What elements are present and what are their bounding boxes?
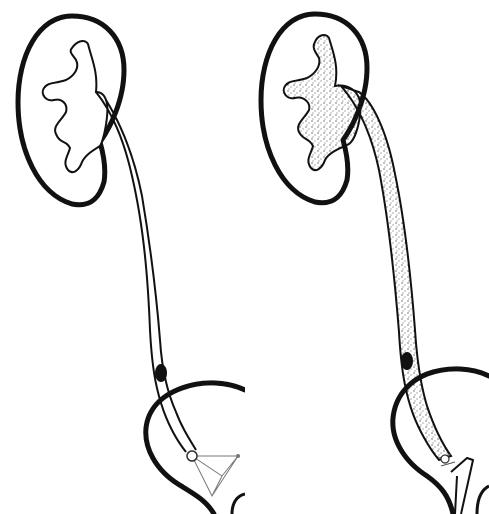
- right-bladder-neck: [477, 486, 489, 514]
- right-ureteral-orifice: [441, 455, 449, 463]
- panel-right-svg: [245, 0, 489, 514]
- left-orifice-dot: [236, 454, 240, 458]
- panel-right: [245, 0, 489, 514]
- left-trigone-lines: [192, 456, 238, 496]
- left-ureter-outer-wall: [96, 92, 186, 452]
- panel-left: [0, 0, 245, 514]
- panel-left-svg: [0, 0, 245, 514]
- left-ureteral-orifice: [187, 451, 197, 461]
- right-instrument: [451, 458, 473, 514]
- left-ureteral-stone: [155, 364, 167, 382]
- right-ureteral-stone: [401, 352, 413, 370]
- left-bladder-neck: [232, 494, 245, 514]
- left-ureter-inner-wall: [106, 100, 196, 450]
